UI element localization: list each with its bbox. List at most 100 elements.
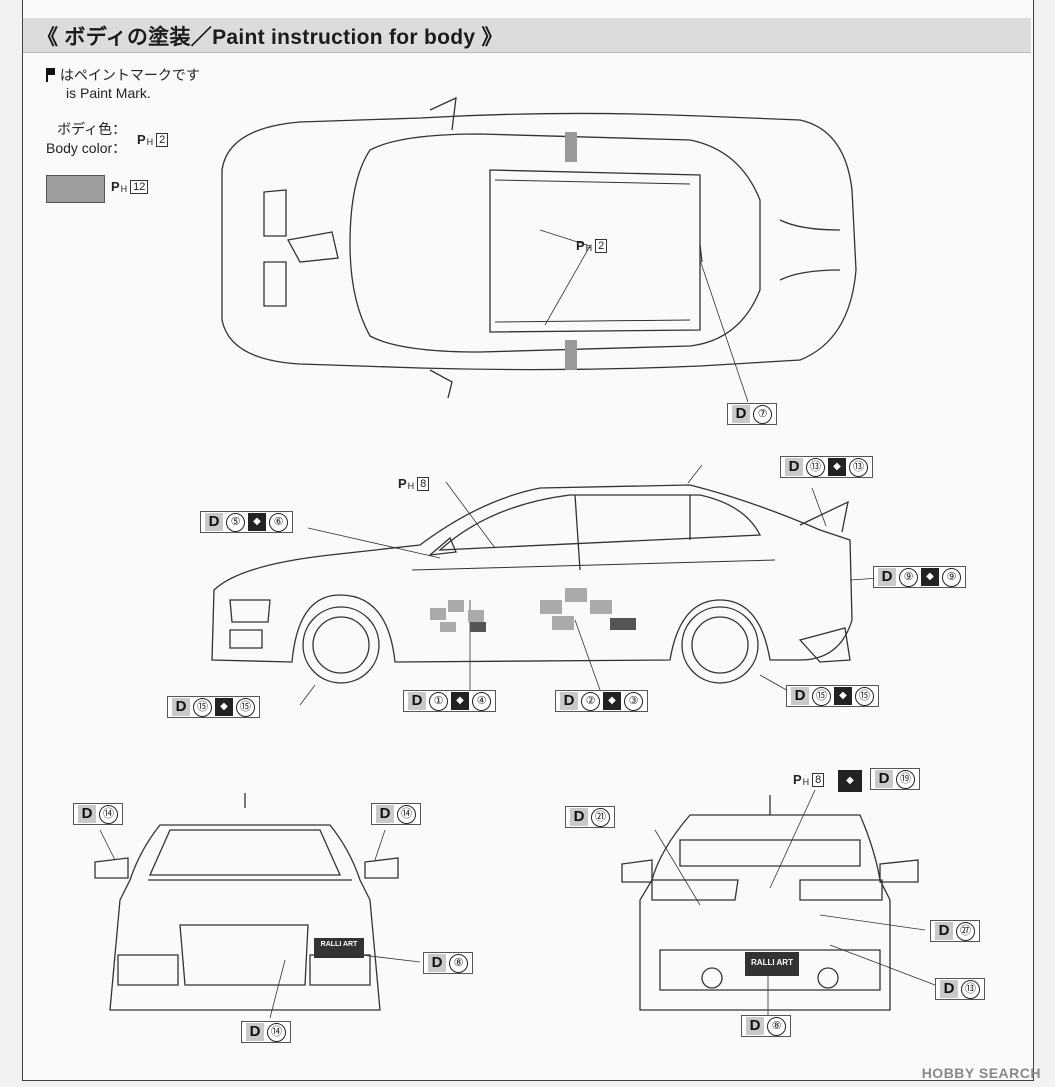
decal-d-letter: D	[785, 458, 803, 476]
paint-h-letter: H	[120, 183, 128, 194]
swap-icon: ◆	[215, 698, 233, 716]
paint-p-letter: P	[137, 132, 146, 147]
decal-d-letter: D	[560, 692, 578, 710]
paint-p-letter: P	[576, 238, 585, 253]
decal-number: ㉑	[591, 807, 610, 827]
decal-number: ⑭	[397, 804, 416, 824]
paint-number: 2	[595, 238, 608, 253]
decal-d-letter: D	[428, 954, 446, 972]
decal-number: ⑦	[753, 404, 772, 424]
decal-d-letter: D	[791, 687, 809, 705]
decal-number: ④	[472, 691, 491, 711]
instruction-sheet	[22, 0, 1034, 1081]
decal-d-letter: D	[746, 1017, 764, 1035]
decal-number: ⑮	[855, 686, 874, 706]
swap-icon: ◆	[921, 568, 939, 586]
decal-number: ⑤	[226, 512, 245, 532]
decal-d-letter: D	[935, 922, 953, 940]
paint-p-letter: P	[111, 179, 120, 194]
decal-number: ⑭	[267, 1022, 286, 1042]
decal-number: ⑮	[236, 697, 255, 717]
swap-icon: ◆	[248, 513, 266, 531]
section-header: 《 ボディの塗装／Paint instruction for body 》	[23, 18, 1031, 53]
decal-d-letter: D	[408, 692, 426, 710]
color-swatch	[46, 175, 105, 203]
paint-p-letter: P	[793, 772, 802, 787]
paint-mark-icon	[46, 68, 55, 82]
paint-mark-legend: はペイントマークです is Paint Mark.	[46, 66, 200, 102]
swap-icon: ◆	[834, 687, 852, 705]
decal-number: ②	[581, 691, 600, 711]
decal-d-letter: D	[172, 698, 190, 716]
paint-p-letter: P	[398, 476, 407, 491]
watermark: HOBBY SEARCH	[921, 1065, 1041, 1081]
rear-top-swap-icon: ◆	[838, 770, 862, 792]
decal-d-letter: D	[570, 808, 588, 826]
paint-h-letter: H	[407, 480, 415, 491]
body-color-jp: ボディ色：	[57, 121, 127, 137]
paint-number: 12	[130, 179, 149, 194]
top-view-car	[221, 96, 857, 403]
decal-number: ③	[624, 691, 643, 711]
decal-number: ㉗	[956, 921, 975, 941]
decal-number: ⑥	[269, 512, 288, 532]
decal-number: ⑧	[767, 1016, 786, 1036]
decal-d-letter: D	[878, 568, 896, 586]
swap-icon: ◆	[828, 458, 846, 476]
paint-h-letter: H	[146, 136, 154, 147]
body-color-label: ボディ色： Body color：	[46, 120, 126, 158]
decal-number: ①	[429, 691, 448, 711]
decal-d-letter: D	[376, 805, 394, 823]
paint-h-letter: H	[585, 242, 593, 253]
body-color-en: Body color：	[46, 140, 127, 156]
decal-number: ⑨	[899, 567, 918, 587]
paint-mark-en: is Paint Mark.	[66, 85, 151, 101]
decal-d-letter: D	[205, 513, 223, 531]
decal-d-letter: D	[78, 805, 96, 823]
decal-number: ⑨	[942, 567, 961, 587]
front-view-car	[94, 793, 421, 1019]
decal-number: ⑮	[193, 697, 212, 717]
paint-mark-jp: はペイントマークです	[59, 67, 200, 83]
paint-h-letter: H	[802, 776, 810, 787]
decal-number: ⑬	[806, 457, 825, 477]
decal-d-letter: D	[875, 770, 893, 788]
decal-d-letter: D	[732, 405, 750, 423]
paint-number: 2	[156, 132, 169, 147]
decal-number: ⑮	[812, 686, 831, 706]
section-title: 《 ボディの塗装／Paint instruction for body 》	[37, 26, 503, 49]
swap-icon: ◆	[603, 692, 621, 710]
rear-view-car	[621, 789, 936, 1020]
side-view-car	[211, 464, 881, 706]
swap-icon: ◆	[451, 692, 469, 710]
decal-number: ⑭	[99, 804, 118, 824]
decal-d-letter: D	[940, 980, 958, 998]
decal-number: ⑲	[896, 769, 915, 789]
decal-number: ⑧	[449, 953, 468, 973]
paint-number: 8	[417, 476, 430, 491]
rear-plate: RALLI ART	[751, 958, 793, 967]
decal-number: ⑬	[849, 457, 868, 477]
